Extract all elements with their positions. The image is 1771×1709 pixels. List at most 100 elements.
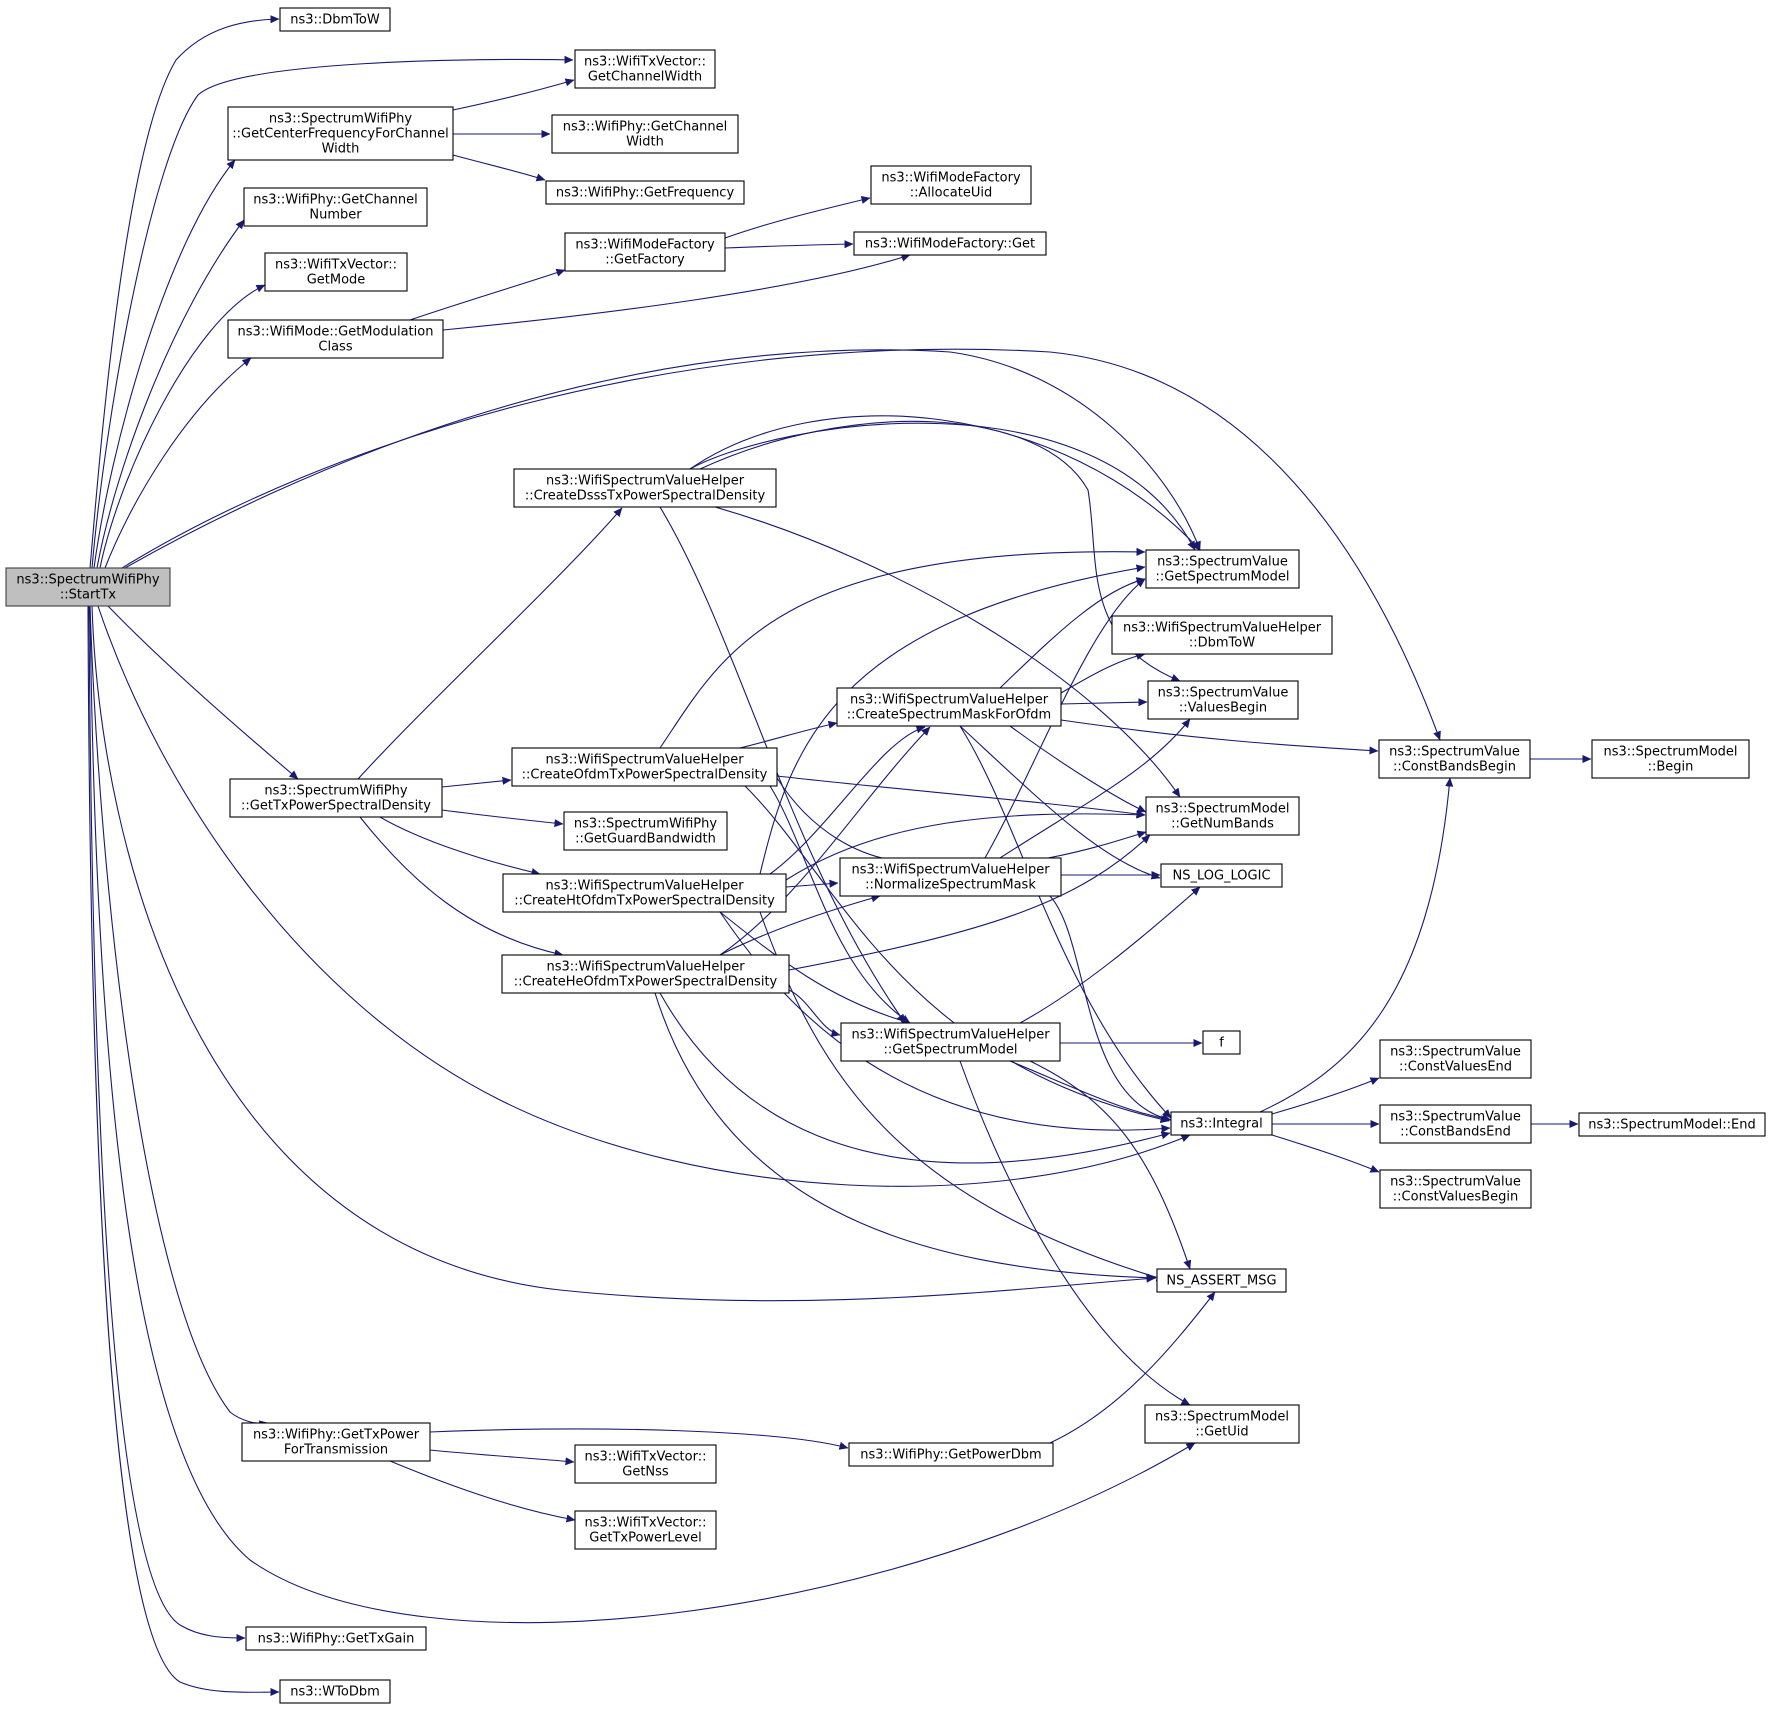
edge-createdsss-to-valuesbegin [699,420,1181,682]
node-label-line: ::GetCenterFrequencyForChannel [232,127,449,142]
node-modefactory_get[interactable]: ns3::WifiModeFactory::Get [853,231,1047,256]
node-wtodbm[interactable]: ns3::WToDbm [279,1679,391,1704]
node-box [1379,1169,1532,1209]
node-label-line: ns3::SpectrumWifiPhy [269,112,412,127]
node-box [1145,549,1300,589]
node-label-line: ns3::SpectrumModel [1155,802,1289,817]
edge-createmask-to-constbandsbegin [1060,719,1379,755]
node-valuesbegin[interactable]: ns3::SpectrumValue::ValuesBegin [1147,680,1299,720]
edge-createhe-to-normalize [719,894,881,956]
node-label-line: ns3::WifiModeFactory::Get [865,237,1035,252]
node-createhe[interactable]: ns3::WifiSpectrumValueHelper::CreateHeOf… [501,954,790,994]
node-normalize[interactable]: ns3::WifiSpectrumValueHelper::NormalizeS… [839,857,1062,897]
edge-getcenterfreq-to-getfrequency [452,154,546,182]
node-allocateuid[interactable]: ns3::WifiModeFactory::AllocateUid [870,165,1032,205]
node-integral[interactable]: ns3::Integral [1170,1111,1273,1136]
node-getfrequency[interactable]: ns3::WifiPhy::GetFrequency [545,180,745,205]
node-root[interactable]: ns3::SpectrumWifiPhy::StartTx [5,567,171,607]
edge-createofdm-to-createmask [739,720,838,749]
node-helper_dbmtow[interactable]: ns3::WifiSpectrumValueHelper::DbmToW [1111,615,1333,655]
node-assert[interactable]: NS_ASSERT_MSG [1156,1268,1287,1293]
node-box [840,1022,1061,1062]
node-getnss[interactable]: ns3::WifiTxVector::GetNss [574,1444,717,1484]
edge-root-to-getchannelwidth_tx [91,55,574,569]
edge-helper_getspectrummodel-to-nslog [1019,886,1201,1024]
node-box [853,231,1047,256]
node-label-line: ns3::WifiModeFactory [881,171,1021,186]
node-getfactory[interactable]: ns3::WifiModeFactory::GetFactory [564,232,726,272]
edge-createht-to-createmask [769,725,926,875]
node-constvaluesbegin[interactable]: ns3::SpectrumValue::ConstValuesBegin [1379,1169,1532,1209]
edge-createdsss-to-sv_getspectrummodel [689,422,1196,551]
node-label-line: ns3::SpectrumWifiPhy [16,573,159,588]
edges [87,15,1592,1697]
edge-createofdm-to-helper_getspectrummodel [769,785,911,1024]
node-label-line: ForTransmission [284,1443,388,1458]
edge-root-to-getmode [99,284,266,569]
edge-normalize-to-getnumbands [1047,830,1147,859]
node-label-line: ::GetUid [1195,1425,1248,1440]
edge-gettxpsd-to-createhe [359,816,564,958]
node-getguardbw[interactable]: ns3::SpectrumWifiPhy::GetGuardBandwidth [563,811,728,851]
node-constbandsbegin[interactable]: ns3::SpectrumValue::ConstBandsBegin [1378,739,1531,779]
node-sv_getspectrummodel[interactable]: ns3::SpectrumValue::GetSpectrumModel [1145,549,1300,589]
node-dbmtow[interactable]: ns3::DbmToW [279,7,391,32]
node-label-line: ns3::WToDbm [290,1685,380,1700]
node-getchannelwidth_tx[interactable]: ns3::WifiTxVector::GetChannelWidth [574,49,716,89]
node-model_begin[interactable]: ns3::SpectrumModel::Begin [1591,739,1750,779]
node-label-line: ns3::WifiSpectrumValueHelper [545,753,744,768]
node-getnumbands[interactable]: ns3::SpectrumModel::GetNumBands [1145,796,1300,836]
node-gettxpsd[interactable]: ns3::SpectrumWifiPhy::GetTxPowerSpectral… [229,778,443,818]
node-box [264,252,408,292]
node-createofdm[interactable]: ns3::WifiSpectrumValueHelper::CreateOfdm… [511,747,778,787]
node-createht[interactable]: ns3::WifiSpectrumValueHelper::CreateHtOf… [502,873,787,913]
edge-integral-to-constvaluesend [1271,1077,1380,1115]
node-f[interactable]: f [1202,1030,1241,1055]
node-getmode[interactable]: ns3::WifiTxVector::GetMode [264,252,408,292]
edge-root-to-getchannelnumber [96,219,245,569]
node-box [241,1422,431,1462]
node-constvaluesend[interactable]: ns3::SpectrumValue::ConstValuesEnd [1379,1039,1532,1079]
node-phy_getchannelwidth[interactable]: ns3::WifiPhy::GetChannelWidth [551,114,739,154]
node-getcenterfreq[interactable]: ns3::SpectrumWifiPhy::GetCenterFrequency… [227,106,454,161]
edge-root-to-gettxpsd [107,605,299,780]
node-nslog[interactable]: NS_LOG_LOGIC [1160,863,1283,888]
edge-root-to-getuid [89,605,1196,1624]
node-label-line: ns3::WifiTxVector:: [275,258,397,273]
node-label-line: ::ValuesBegin [1179,701,1267,716]
node-getuid[interactable]: ns3::SpectrumModel::GetUid [1144,1404,1300,1444]
node-helper_getspectrummodel[interactable]: ns3::WifiSpectrumValueHelper::GetSpectru… [840,1022,1061,1062]
node-label-line: ns3::WifiModeFactory [575,238,715,253]
node-constbandsend[interactable]: ns3::SpectrumValue::ConstBandsEnd [1379,1104,1532,1144]
node-gettxgain[interactable]: ns3::WifiPhy::GetTxGain [245,1626,427,1651]
edge-createmask-to-helper_dbmtow [1060,652,1146,694]
node-gettxpowerlevel[interactable]: ns3::WifiTxVector::GetTxPowerLevel [574,1510,717,1550]
node-createmask[interactable]: ns3::WifiSpectrumValueHelper::CreateSpec… [836,687,1062,727]
edge-gettxpsd-to-createofdm [441,776,512,788]
edge-normalize-to-sv_getspectrummodel [984,578,1146,859]
edge-integral-to-constbandsbegin [1259,777,1454,1113]
node-label-line: ns3::WifiPhy::GetChannel [253,193,418,208]
edge-helper_getspectrummodel-to-getuid [959,1060,1191,1406]
node-getpowerdbm[interactable]: ns3::WifiPhy::GetPowerDbm [848,1442,1054,1467]
node-label-line: ns3::SpectrumValue [1389,745,1520,760]
node-label-line: ns3::SpectrumValue [1157,555,1288,570]
node-label-line: ::Begin [1648,760,1694,775]
edge-gettxpsd-to-createdsss [357,507,623,780]
node-model_end[interactable]: ns3::SpectrumModel::End [1578,1112,1766,1137]
node-label-line: ::GetNumBands [1171,817,1274,832]
edge-gettxpower-to-getnss [429,1449,575,1466]
node-box [1145,796,1300,836]
node-box [574,1510,717,1550]
node-box [279,1679,391,1704]
node-createdsss[interactable]: ns3::WifiSpectrumValueHelper::CreateDsss… [513,468,777,508]
node-box [1144,1404,1300,1444]
node-box [1578,1112,1766,1137]
edge-createmask-to-integral [959,725,1172,1119]
edge-createmask-to-valuesbegin [1060,698,1148,707]
node-box [574,1444,717,1484]
edge-createofdm-to-getnumbands [776,775,1146,818]
